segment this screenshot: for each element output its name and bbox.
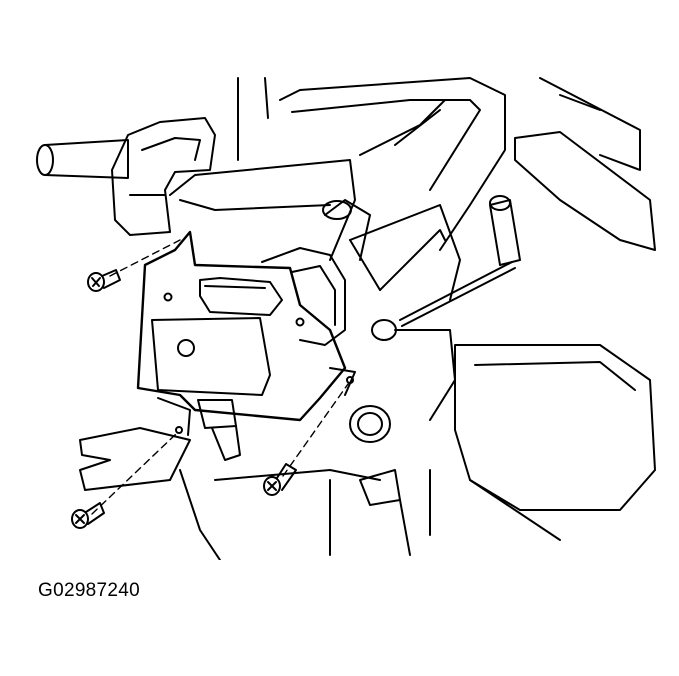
- screw-bottom-left: [71, 502, 105, 529]
- control-lever: [261, 199, 446, 346]
- cable-assembly: [371, 195, 521, 341]
- connector-boss: [349, 405, 391, 443]
- mechanical-line-drawing: [36, 77, 656, 560]
- assembly-guide-lines: [91, 239, 349, 515]
- module-bracket: [136, 230, 356, 461]
- background-housing: [169, 77, 656, 560]
- screw-bottom-center: [263, 463, 297, 496]
- left-tube-bracket: [36, 117, 216, 236]
- lower-support: [79, 427, 401, 506]
- screw-top-left: [87, 269, 121, 292]
- figure-code: G02987240: [38, 580, 141, 601]
